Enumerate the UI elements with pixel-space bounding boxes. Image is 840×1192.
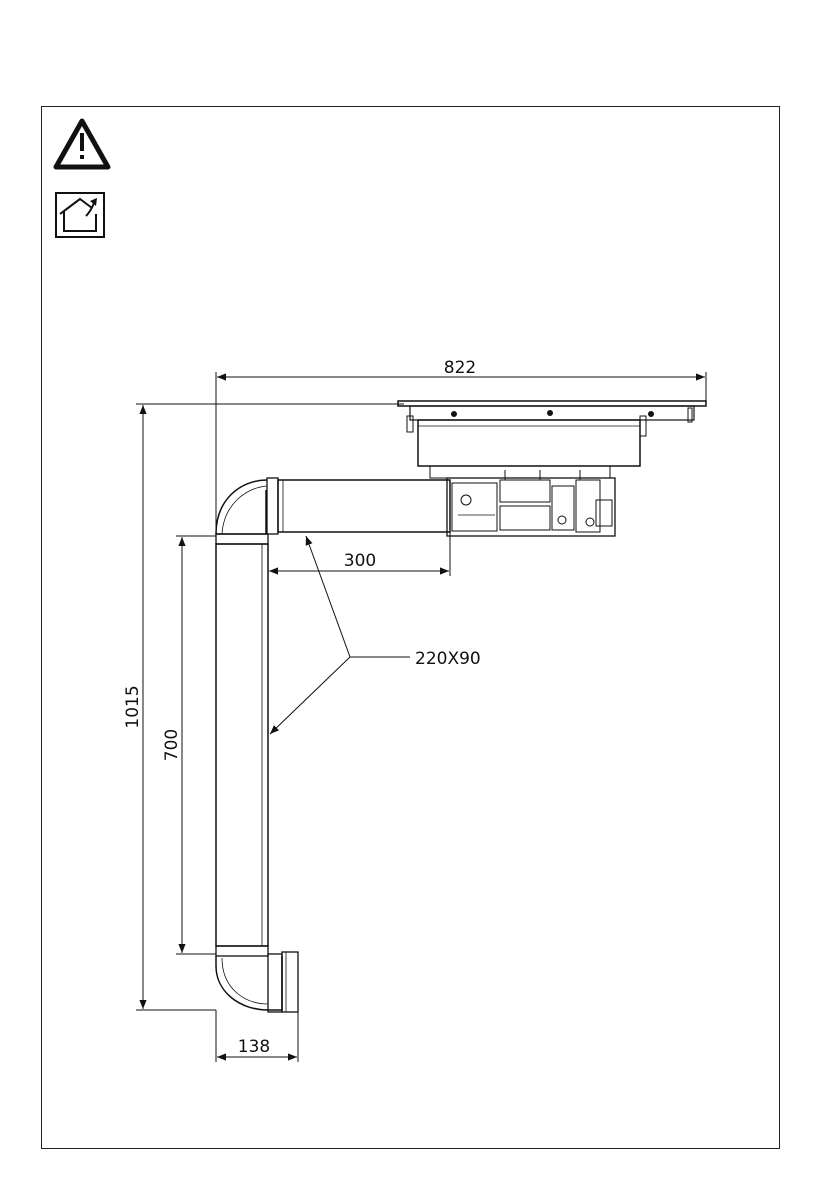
dim-138-label: 138 [238,1037,270,1057]
vertical-duct [216,544,268,956]
dimension-1015: 1015 [123,404,404,1010]
dimension-700: 700 [162,536,216,954]
dim-220x90-label: 220X90 [415,649,481,669]
dim-1015-label: 1015 [123,685,143,728]
upper-elbow [216,480,268,544]
dimension-300: 300 [268,532,450,576]
dim-300-label: 300 [344,551,376,571]
lower-elbow [216,952,298,1012]
dimension-138: 138 [216,1010,298,1062]
dimension-822: 822 [216,358,706,534]
house-ventilation-icon [56,193,104,237]
horizontal-duct [267,478,450,534]
dim-822-label: 822 [444,358,476,378]
dim-700-label: 700 [162,729,182,761]
motor-assembly [447,470,615,536]
hob-unit [398,401,706,478]
warning-triangle-icon [56,121,108,167]
